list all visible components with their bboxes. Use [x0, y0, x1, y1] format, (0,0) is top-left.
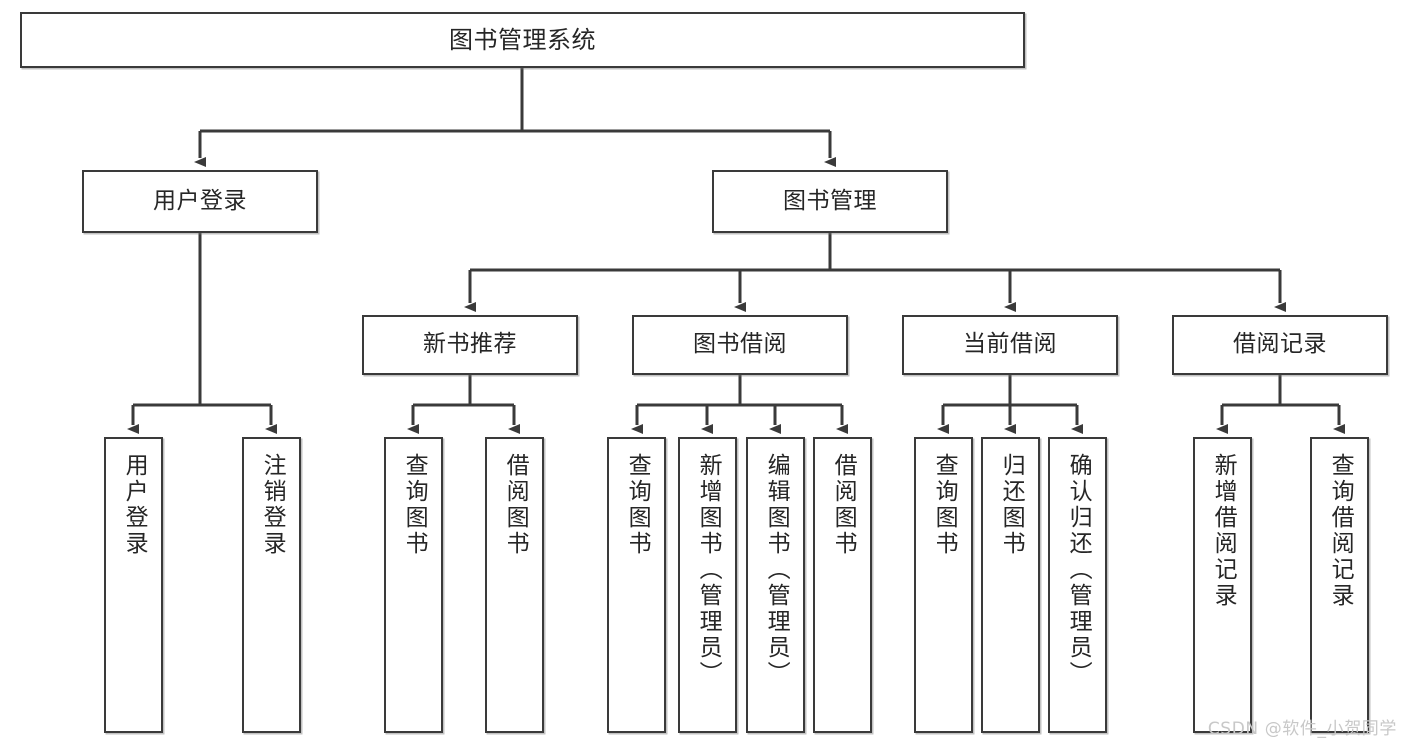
node-root-book-management-system[interactable]: 图书管理系统	[20, 12, 1025, 68]
node-leaf-query-book-recommend[interactable]: 查询图书	[384, 437, 443, 733]
node-borrow-record[interactable]: 借阅记录	[1172, 315, 1388, 375]
node-label: 查询图书	[401, 453, 428, 557]
node-book-borrow[interactable]: 图书借阅	[632, 315, 848, 375]
node-label: 查询借阅记录	[1327, 453, 1354, 609]
node-label: 借阅记录	[1233, 331, 1327, 358]
node-label: 归还图书	[998, 453, 1025, 557]
node-leaf-query-book-current[interactable]: 查询图书	[914, 437, 973, 733]
node-label: 新增图书（管理员）	[695, 453, 722, 687]
node-leaf-user-login[interactable]: 用户登录	[104, 437, 163, 733]
node-label: 查询图书	[624, 453, 651, 557]
node-label: 图书借阅	[693, 331, 787, 358]
watermark: CSDN @软件_小贺同学	[1207, 719, 1397, 739]
node-leaf-confirm-return-admin[interactable]: 确认归还（管理员）	[1048, 437, 1107, 733]
node-leaf-borrow-book-recommend[interactable]: 借阅图书	[485, 437, 544, 733]
node-label: 用户登录	[153, 187, 247, 214]
node-label: 新书推荐	[423, 331, 517, 358]
node-label: 注销登录	[259, 453, 286, 557]
node-label: 确认归还（管理员）	[1065, 453, 1092, 687]
node-label: 图书管理系统	[449, 25, 596, 54]
node-label: 借阅图书	[502, 453, 529, 557]
node-label: 图书管理	[783, 187, 877, 214]
node-leaf-add-borrow-record[interactable]: 新增借阅记录	[1193, 437, 1252, 733]
node-leaf-edit-book-admin[interactable]: 编辑图书（管理员）	[746, 437, 805, 733]
node-new-book-recommendation[interactable]: 新书推荐	[362, 315, 578, 375]
node-leaf-return-book[interactable]: 归还图书	[981, 437, 1040, 733]
node-current-borrow[interactable]: 当前借阅	[902, 315, 1118, 375]
node-label: 借阅图书	[830, 453, 857, 557]
node-label: 新增借阅记录	[1210, 453, 1237, 609]
node-label: 当前借阅	[963, 331, 1057, 358]
node-label: 编辑图书（管理员）	[763, 453, 790, 687]
node-leaf-borrow-book[interactable]: 借阅图书	[813, 437, 872, 733]
node-leaf-logout[interactable]: 注销登录	[242, 437, 301, 733]
node-label: 用户登录	[121, 453, 148, 557]
node-leaf-query-book-borrow[interactable]: 查询图书	[607, 437, 666, 733]
node-label: 查询图书	[931, 453, 958, 557]
node-book-management[interactable]: 图书管理	[712, 170, 948, 233]
node-leaf-add-book-admin[interactable]: 新增图书（管理员）	[678, 437, 737, 733]
node-user-login[interactable]: 用户登录	[82, 170, 318, 233]
node-leaf-query-borrow-record[interactable]: 查询借阅记录	[1310, 437, 1369, 733]
